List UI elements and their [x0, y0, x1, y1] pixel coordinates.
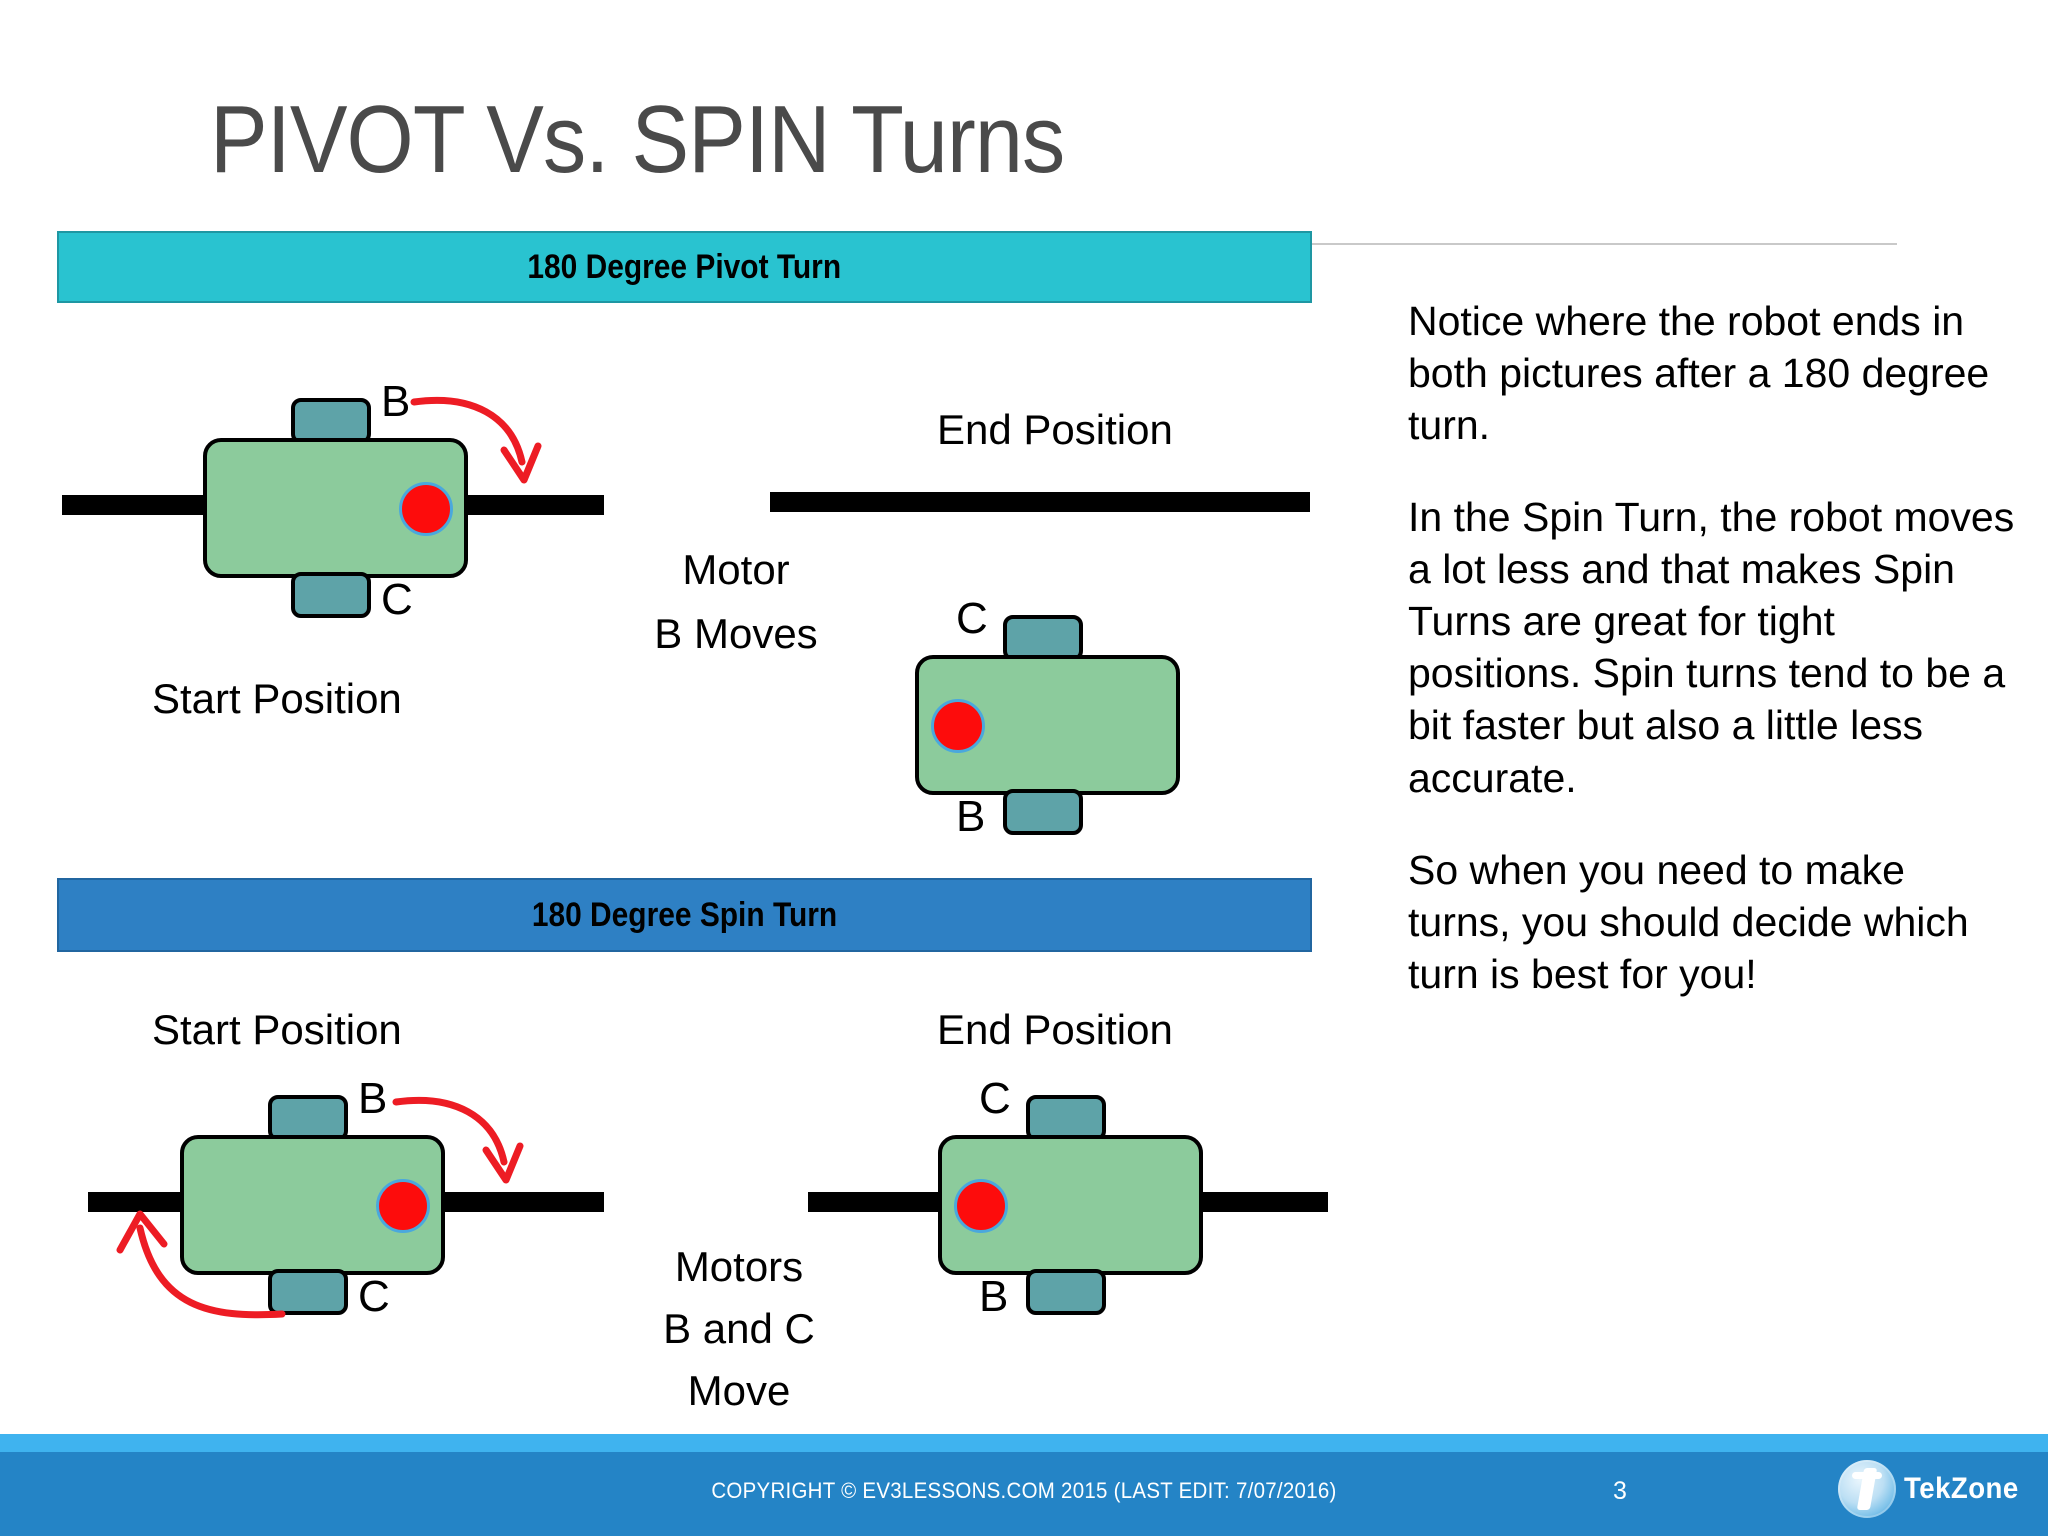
- wheel-b-label: B: [358, 1074, 388, 1123]
- banner-pivot-label: 180 Degree Pivot Turn: [527, 247, 842, 286]
- pivot-start-robot: B C: [203, 380, 468, 622]
- spin-end-robot: C B: [938, 1077, 1203, 1319]
- spin-motor-note-line3: Move: [687, 1367, 791, 1414]
- wheel-c: [291, 572, 371, 618]
- pivot-motor-note-line1: Motor: [682, 546, 790, 593]
- banner-pivot-turn: 180 Degree Pivot Turn: [57, 231, 1312, 303]
- spin-turn-arrow-b: [392, 1096, 524, 1184]
- robot-body: [915, 655, 1180, 795]
- pivot-motor-note-line2: B Moves: [654, 610, 818, 657]
- wheel-c-label: C: [358, 1272, 390, 1321]
- tekzone-wordmark: TekZone: [1904, 1472, 2019, 1505]
- footer-accent-strip: [0, 1434, 2048, 1452]
- tekzone-mark-icon: [1838, 1460, 1896, 1518]
- explanation-paragraph-2: In the Spin Turn, the robot moves a lot …: [1408, 494, 2015, 801]
- header-divider-line: [1312, 243, 1897, 245]
- wheel-b-label: B: [381, 377, 411, 426]
- pivot-turn-arrow: [410, 396, 542, 484]
- wheel-b: [1026, 1269, 1106, 1315]
- banner-spin-label: 180 Degree Spin Turn: [531, 895, 838, 934]
- pivot-end-floor-line: [770, 492, 1310, 512]
- explanation-text-block: Notice where the robot ends in both pict…: [1408, 295, 2018, 1000]
- wheel-c-label: C: [956, 594, 988, 643]
- spin-start-position-label: Start Position: [152, 1006, 402, 1053]
- sensor-dot: [954, 1179, 1008, 1233]
- pivot-end-position-label: End Position: [937, 406, 1173, 453]
- pivot-end-robot: C B: [915, 597, 1180, 839]
- spin-start-robot: B C: [180, 1077, 445, 1319]
- sensor-dot: [399, 482, 453, 536]
- pivot-start-position-label: Start Position: [152, 675, 402, 722]
- spin-end-position-label: End Position: [937, 1006, 1173, 1053]
- sensor-dot: [931, 699, 985, 753]
- wheel-c: [268, 1269, 348, 1315]
- explanation-paragraph-3: So when you need to make turns, you shou…: [1408, 846, 1969, 997]
- wheel-b-label: B: [979, 1272, 1009, 1321]
- footer-bar: [0, 1452, 2048, 1536]
- explanation-paragraph-1: Notice where the robot ends in both pict…: [1408, 298, 1990, 449]
- footer-copyright: COPYRIGHT © EV3LESSONS.COM 2015 (LAST ED…: [711, 1478, 1337, 1503]
- sensor-dot: [376, 1179, 430, 1233]
- tekzone-logo: TekZone: [1838, 1455, 2028, 1523]
- page-title: PIVOT Vs. SPIN Turns: [210, 86, 1065, 193]
- wheel-b: [1003, 789, 1083, 835]
- wheel-c-label: C: [979, 1074, 1011, 1123]
- spin-motor-note-line2: B and C: [663, 1305, 815, 1352]
- wheel-c-label: C: [381, 575, 413, 624]
- footer-page-number: 3: [1613, 1477, 1627, 1505]
- wheel-b-label: B: [956, 792, 986, 841]
- spin-turn-arrow-c: [116, 1210, 286, 1319]
- banner-spin-turn: 180 Degree Spin Turn: [57, 878, 1312, 952]
- spin-motor-note-line1: Motors: [674, 1243, 804, 1290]
